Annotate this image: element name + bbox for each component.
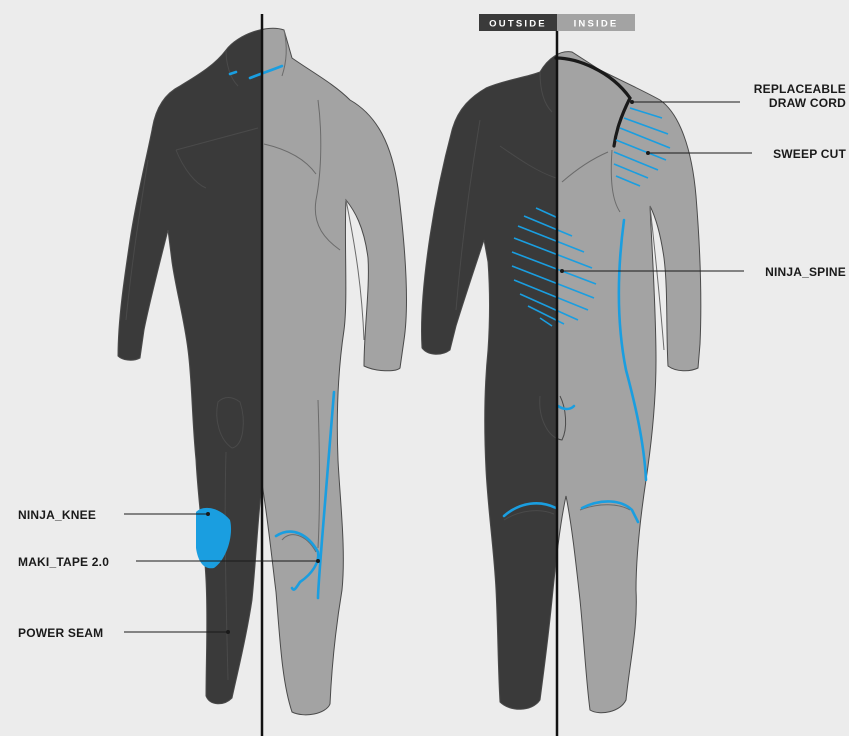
callout-power-seam: POWER SEAM: [18, 626, 230, 640]
callout-ninja-knee: NINJA_KNEE: [18, 508, 210, 522]
ninja-knee-label: NINJA_KNEE: [18, 508, 96, 522]
sweep-cut-label: SWEEP CUT: [773, 147, 846, 161]
outside-tab-label: OUTSIDE: [489, 19, 547, 30]
draw-cord-label-line2: DRAW CORD: [769, 96, 846, 110]
draw-cord-label-line1: REPLACEABLE: [754, 82, 846, 96]
outside-inside-tabs: OUTSIDE INSIDE: [479, 14, 635, 31]
inside-tab-label: INSIDE: [574, 19, 619, 30]
maki-tape-label: MAKI_TAPE 2.0: [18, 555, 109, 569]
back-wetsuit: [421, 52, 700, 713]
power-seam-label: POWER SEAM: [18, 626, 103, 640]
ninja-spine-label: NINJA_SPINE: [765, 265, 846, 279]
